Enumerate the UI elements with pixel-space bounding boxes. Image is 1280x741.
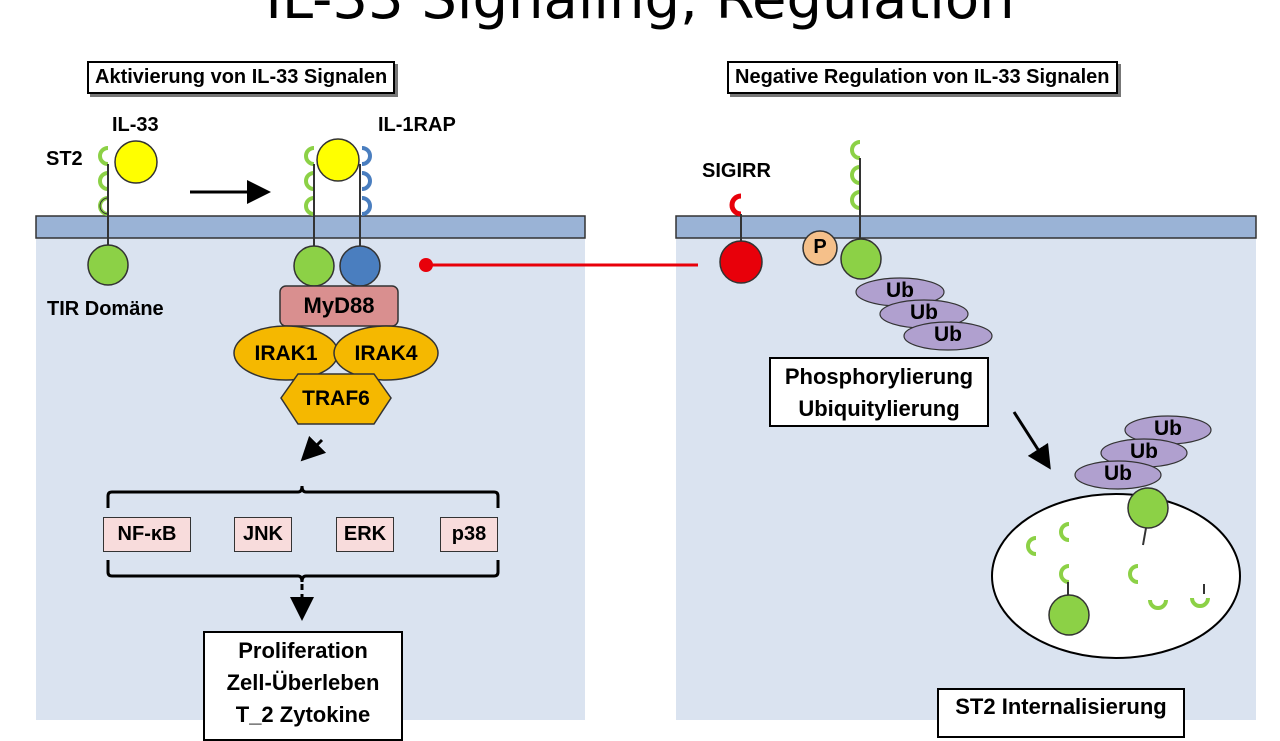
receptor-complex: [293, 138, 381, 287]
traf6-label: TRAF6: [302, 387, 370, 410]
tir-domain-il1rap: [339, 245, 381, 287]
il33-label: IL-33: [112, 114, 159, 136]
right-panel-header: Negative Regulation von IL-33 Signalen: [727, 61, 1118, 94]
myd88-box: [279, 285, 399, 327]
il33-ligand-free: [114, 140, 158, 184]
tir-domain-st2: [293, 245, 335, 287]
outcome-line-2: Zell-Überleben: [226, 670, 380, 695]
tir-domain-left: [87, 244, 129, 286]
sigirr-tir-domain: [719, 240, 763, 284]
irak1-label: IRAK1: [254, 342, 318, 365]
kinase-p38: p38: [440, 517, 498, 552]
tir-domain-label: TIR Domäne: [47, 298, 164, 320]
myd88-label: MyD88: [303, 293, 375, 318]
phospho-label: P: [813, 236, 827, 258]
ub-ellipse-3: [903, 321, 993, 351]
ub-label-4: Ub: [1154, 417, 1182, 440]
traf6-arrow: [300, 435, 327, 462]
ub-label-3: Ub: [934, 323, 962, 346]
right-membrane: [675, 215, 1257, 239]
page-title: IL-33 Signaling, Regulation: [0, 0, 1280, 28]
ub-label-6: Ub: [1104, 462, 1132, 485]
ub-ellipse-6: [1074, 460, 1162, 490]
left-membrane: [35, 215, 586, 239]
diagram-canvas: [35, 138, 1257, 720]
kinase-erk: ERK: [336, 517, 394, 552]
ub-label-5: Ub: [1130, 440, 1158, 463]
traf6-hexagon: [280, 373, 392, 425]
internalized-tir-domain: [1127, 487, 1169, 529]
st2-receptor-right: [840, 140, 882, 280]
endosome-tir-domain: [1048, 594, 1090, 636]
phospho-circle: [802, 230, 838, 266]
irak4-label: IRAK4: [354, 342, 418, 365]
process-line-1: Phosphorylierung: [784, 364, 974, 389]
il1rap-label: IL-1RAP: [378, 114, 456, 136]
sigirr-receptor: [719, 193, 763, 284]
kinase-jnk: JNK: [234, 517, 292, 552]
st2-receptor-left: [87, 146, 129, 286]
kinase-nfkb: NF-κB: [103, 517, 191, 552]
irak4-ellipse: [333, 325, 439, 381]
ub-label-2: Ub: [910, 301, 938, 324]
inhibition-dot: [419, 258, 433, 272]
kinase-bracket-top: [106, 485, 500, 508]
ub-label-1: Ub: [886, 279, 914, 302]
il33-ligand-bound: [316, 138, 360, 182]
kinase-bracket-bottom: [106, 560, 500, 583]
internalization-box: ST2 Internalisierung: [937, 688, 1185, 738]
outcome-line-1: Proliferation: [238, 638, 368, 663]
left-panel-header: Aktivierung von IL-33 Signalen: [87, 61, 396, 94]
outcome-box: Proliferation Zell-Überleben T_2 Zytokin…: [203, 631, 403, 741]
process-line-2: Ubiquitylierung: [798, 396, 960, 421]
endosome-fragments: [1026, 522, 1210, 636]
sigirr-label: SIGIRR: [702, 160, 771, 182]
outcome-line-3: T_2 Zytokine: [235, 702, 371, 727]
internalization-arrow: [1012, 411, 1051, 470]
st2-tir-domain-right: [840, 238, 882, 280]
process-box: Phosphorylierung Ubiquitylierung: [769, 357, 989, 427]
st2-label: ST2: [46, 148, 83, 170]
endosome: [991, 493, 1241, 659]
